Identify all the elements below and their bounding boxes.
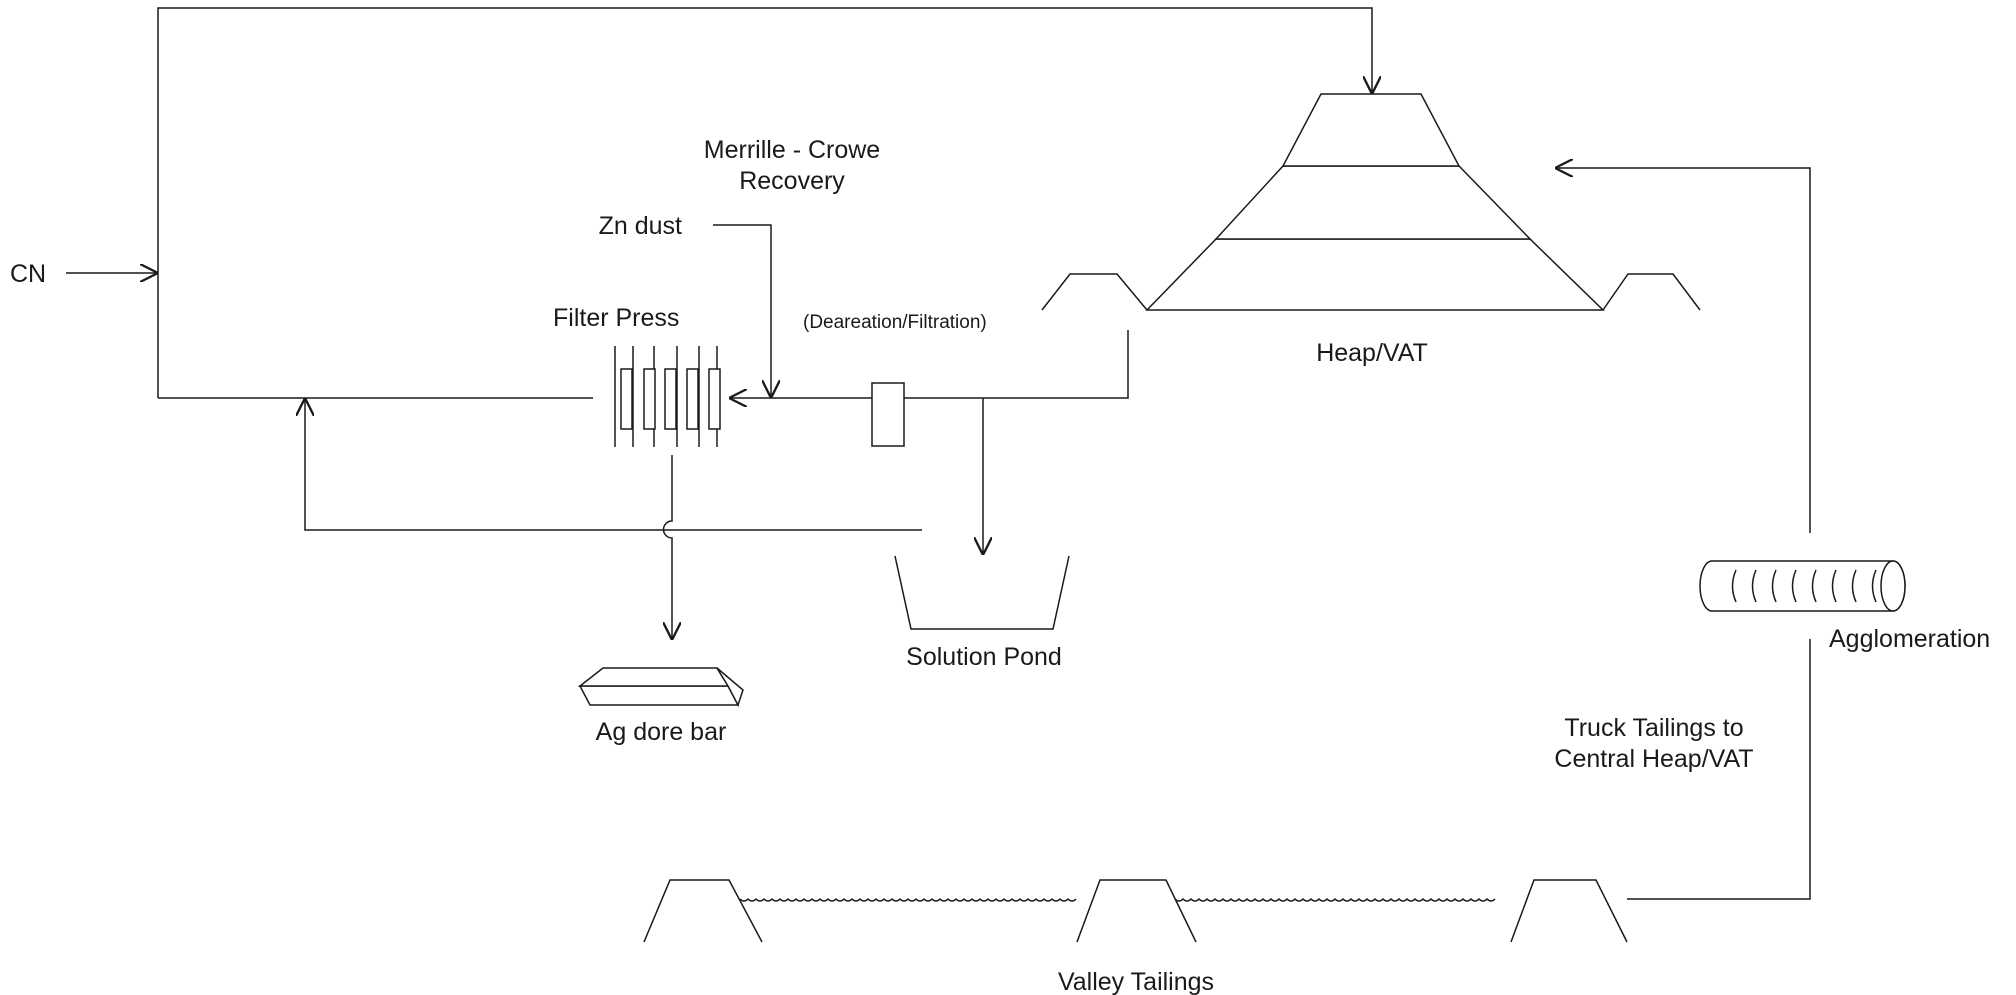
solution-pond-label: Solution Pond	[906, 643, 1062, 671]
precipitate-line	[662, 455, 673, 640]
truck-tailings-label-line2: Central Heap/VAT	[1554, 745, 1753, 773]
solution-pond-icon	[894, 555, 1070, 630]
agglomeration-label: Agglomeration	[1829, 625, 1990, 653]
tailings-haul-line	[1627, 639, 1811, 900]
pregnant-solution-line	[729, 330, 1129, 398]
return-line	[305, 398, 922, 531]
zinc-dust-line	[713, 224, 771, 398]
heap-vat-label: Heap/VAT	[1316, 339, 1428, 367]
cyanide-feed-line	[66, 7, 1372, 398]
ag-dore-bar-icon	[577, 667, 744, 707]
heap-vat-icon	[1041, 93, 1701, 311]
merrill-crowe-label-line1: Merrille - Crowe	[704, 136, 880, 164]
agglomeration-drum-icon	[1699, 560, 1906, 612]
filter-press-icon	[614, 346, 721, 447]
valley-tailings-icon	[643, 879, 1628, 943]
cn-label: CN	[10, 260, 46, 288]
deaeration-label: (Deareation/Filtration)	[803, 312, 987, 333]
zn-dust-label: Zn dust	[599, 212, 682, 240]
agglomerate-return-line	[1555, 168, 1811, 533]
deaeration-filter-icon	[871, 382, 905, 447]
ag-dore-bar-label: Ag dore bar	[596, 718, 727, 746]
truck-tailings-label-line1: Truck Tailings to	[1564, 714, 1743, 742]
merrill-crowe-label-line2: Recovery	[739, 167, 845, 195]
filter-press-label: Filter Press	[553, 304, 679, 332]
valley-tailings-label: Valley Tailings	[1058, 968, 1214, 995]
